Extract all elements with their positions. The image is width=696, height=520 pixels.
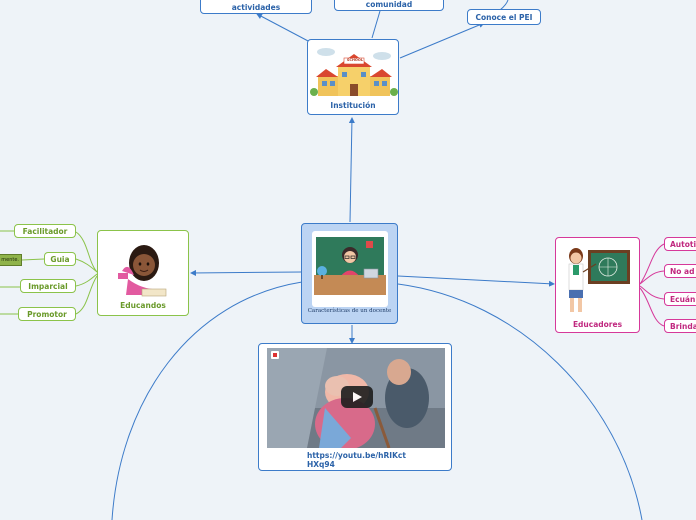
play-icon[interactable] [341,386,373,408]
video-thumbnail[interactable] [267,348,445,448]
node-video[interactable]: https://youtu.be/hRIKct HXq94 [258,343,452,471]
teacher-illustration [568,248,630,312]
educadores-item-3-label: Ecuán [670,294,696,304]
node-central-label: Características de un docente [307,308,392,314]
node-institucion[interactable]: SCHOOL Institución [307,39,399,115]
educandos-item-imparcial-label: Imparcial [28,281,68,291]
link-central-institucion [348,117,355,223]
educadores-item-1[interactable]: Autoti [664,237,696,251]
node-conoce-pei[interactable]: Conoce el PEI [467,9,541,25]
link-educadores-1 [639,243,665,285]
school-illustration [310,48,398,96]
link-educadores-4 [639,287,665,327]
educandos-item-facilitador[interactable]: Facilitador [14,224,76,238]
educadores-item-1-label: Autoti [670,239,696,249]
link-institucion-actividades [256,13,311,43]
link-institucion-comunidad [371,10,381,39]
link-guia-note [21,258,45,261]
video-favicon-icon [271,351,279,359]
educadores-item-3[interactable]: Ecuán [664,292,696,306]
node-actividades[interactable]: actividades [200,0,312,14]
node-comunidad-label: comunidad [365,0,413,9]
educandos-item-guia[interactable]: Guia [44,252,76,266]
educandos-item-imparcial[interactable]: Imparcial [20,279,76,293]
educandos-item-promotor[interactable]: Promotor [18,307,76,321]
node-institucion-label: Institución [330,101,376,110]
node-educandos[interactable]: Educandos [97,230,189,316]
link-educandos-promotor [75,275,98,315]
link-educandos-imparcial [75,273,98,287]
link-educadores-3 [639,285,665,300]
node-central[interactable]: Características de un docente [301,223,398,324]
educadores-item-4[interactable]: Brinda [664,319,696,333]
link-central-educandos [190,269,303,276]
link-educadores-2 [639,270,665,285]
node-educadores[interactable]: Educadores [555,237,640,333]
node-educadores-label: Educadores [572,320,623,329]
curve-left [111,281,303,520]
educadores-item-2-label: No ad [670,266,695,276]
node-conoce-pei-label: Conoce el PEI [475,12,533,22]
node-actividades-label: actividades [231,2,281,12]
educandos-item-facilitador-label: Facilitador [22,226,68,236]
node-comunidad[interactable]: comunidad [334,0,444,11]
link-central-educadores [397,275,555,287]
video-link-line-1: https://youtu.be/hRIKct [307,451,406,460]
link-educandos-guia [75,258,98,273]
guia-note-box[interactable]: mente. [0,254,22,266]
educadores-item-4-label: Brinda [670,321,696,331]
guia-note-text: mente. [1,257,19,263]
educadores-item-2[interactable]: No ad [664,264,696,278]
link-institucion-pei [399,22,485,59]
link-educandos-facilitador [75,231,98,273]
node-educandos-label: Educandos [120,301,166,310]
school-sign-text: SCHOOL [346,58,364,62]
educandos-item-guia-label: Guia [50,254,70,264]
educandos-item-promotor-label: Promotor [27,309,67,319]
video-link-line-2: HXq94 [307,460,335,469]
student-illustration [118,245,167,297]
central-illustration [312,231,388,307]
curve-right [397,283,643,520]
video-link[interactable]: https://youtu.be/hRIKct HXq94 [307,451,406,469]
